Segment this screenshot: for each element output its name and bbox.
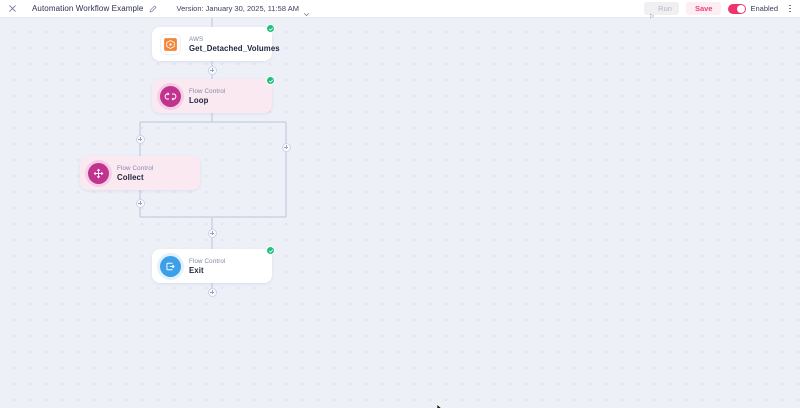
kebab-dot [789, 10, 791, 13]
exit-glyph [166, 262, 175, 270]
enabled-toggle-label: Enabled [750, 4, 778, 13]
save-button-label: Save [694, 4, 713, 13]
add-node-button[interactable] [207, 65, 217, 75]
node-text-loop: Flow Control Loop [189, 88, 226, 105]
add-node-button[interactable] [207, 287, 217, 297]
chevron-glyph [304, 13, 309, 16]
version-selector[interactable]: Version: January 30, 2025, 11:58 AM [176, 4, 310, 16]
node-text-aws: AWS Get_Detached_Volumes [189, 36, 280, 53]
run-button-label: Run [658, 4, 672, 13]
loop-glyph [164, 92, 177, 100]
toggle-knob [737, 4, 746, 13]
aws-cube-glyph [164, 37, 177, 51]
node-category: Flow Control [189, 87, 226, 95]
play-glyph [650, 13, 655, 18]
status-badge [266, 76, 275, 85]
workflow-canvas[interactable]: AWS Get_Detached_Volumes Flow Control Lo… [0, 18, 800, 408]
run-button[interactable]: Run [644, 2, 679, 18]
collect-glyph [93, 168, 104, 178]
check-icon [268, 79, 273, 83]
workflow-node-aws[interactable]: AWS Get_Detached_Volumes [152, 24, 280, 61]
pencil-glyph [149, 5, 156, 12]
add-node-button[interactable] [281, 142, 291, 152]
save-button[interactable]: Save [685, 2, 722, 15]
toolbar-actions: Run Save Enabled [644, 2, 800, 18]
node-name: Exit [189, 265, 204, 275]
loop-icon [160, 85, 181, 107]
collect-arrows-icon [88, 162, 109, 184]
status-badge [266, 24, 275, 33]
workflow-node-collect[interactable]: Flow Control Collect [80, 156, 200, 190]
add-node-button[interactable] [207, 228, 217, 238]
kebab-menu-icon[interactable] [785, 2, 795, 16]
add-node-button[interactable] [135, 134, 145, 144]
node-name: Loop [189, 95, 209, 105]
enabled-toggle[interactable] [728, 3, 747, 14]
top-toolbar: Automation Workflow Example Version: Jan… [0, 0, 800, 18]
page-title: Automation Workflow Example [32, 4, 144, 13]
close-glyph [8, 5, 16, 12]
play-icon [649, 6, 655, 18]
enabled-toggle-group[interactable]: Enabled [728, 3, 778, 14]
aws-cube-icon [160, 33, 181, 55]
node-name: Get_Detached_Volumes [189, 43, 280, 53]
close-icon[interactable] [3, 0, 21, 18]
kebab-dot [789, 4, 791, 7]
node-text-exit: Flow Control Exit [189, 258, 226, 275]
workflow-title-group: Automation Workflow Example [32, 4, 157, 13]
node-category: Flow Control [189, 257, 226, 265]
check-icon [268, 27, 273, 31]
node-category: Flow Control [117, 164, 154, 172]
version-label: Version: January 30, 2025, 11:58 AM [176, 4, 299, 13]
workflow-node-exit[interactable]: Flow Control Exit [152, 246, 275, 283]
mouse-pointer-icon [436, 403, 442, 408]
workflow-node-loop[interactable]: Flow Control Loop [152, 76, 275, 113]
node-name: Collect [117, 172, 144, 182]
workflow-edges [139, 18, 287, 292]
kebab-dot [789, 7, 791, 10]
exit-arrow-icon [160, 255, 181, 277]
node-text-collect: Flow Control Collect [117, 165, 154, 182]
add-node-button[interactable] [135, 198, 145, 208]
pencil-edit-icon[interactable] [149, 5, 157, 13]
check-icon [268, 249, 273, 253]
status-badge [266, 246, 275, 255]
node-category: AWS [189, 35, 204, 43]
chevron-down-icon [303, 5, 310, 16]
